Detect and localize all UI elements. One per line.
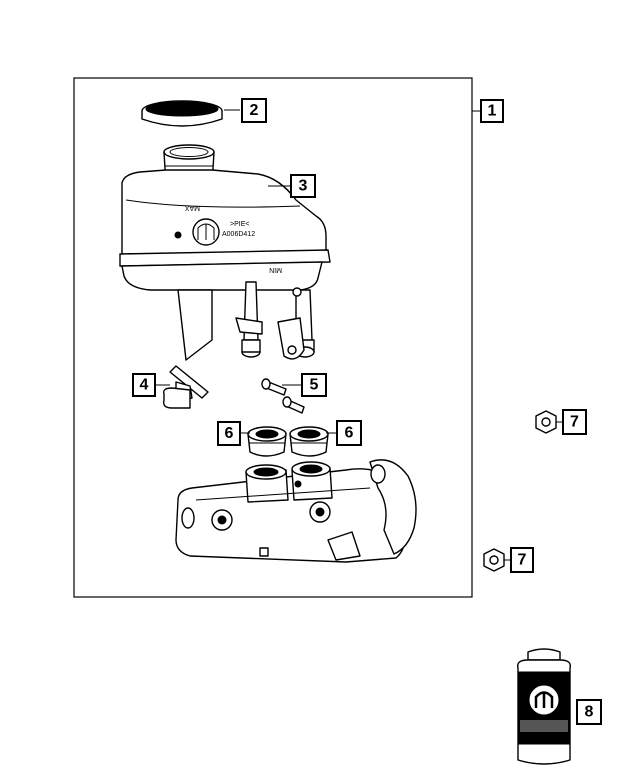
callout-7-upper: 7 xyxy=(562,409,587,435)
svg-text:8: 8 xyxy=(585,704,594,721)
svg-text:2: 2 xyxy=(250,102,259,119)
assembly-frame xyxy=(73,77,473,598)
reservoir-grommet-left xyxy=(247,426,287,457)
callout-8: 8 xyxy=(576,699,602,725)
mounting-nut-lower xyxy=(483,548,505,572)
callout-4: 4 xyxy=(132,373,156,397)
svg-text:6: 6 xyxy=(225,425,234,442)
callout-2: 2 xyxy=(241,98,267,123)
svg-text:5: 5 xyxy=(310,377,319,394)
min-marking: MIN xyxy=(269,266,282,273)
fluid-reservoir: MAX >PIE< A006D412 MIN xyxy=(119,144,331,361)
svg-text:1: 1 xyxy=(488,103,497,120)
mounting-nut-upper xyxy=(535,410,557,434)
svg-text:6: 6 xyxy=(345,425,354,442)
part-code: A006D412 xyxy=(222,231,255,238)
reservoir-grommet-right xyxy=(289,426,329,457)
retaining-pins xyxy=(261,378,305,414)
fluid-level-sensor xyxy=(162,365,209,409)
svg-text:7: 7 xyxy=(518,552,527,569)
callout-6-right: 6 xyxy=(336,420,362,446)
material-code: >PIE< xyxy=(230,221,249,228)
callout-5: 5 xyxy=(301,373,327,397)
svg-text:4: 4 xyxy=(140,377,149,394)
brake-fluid-bottle xyxy=(517,648,571,765)
svg-text:3: 3 xyxy=(299,178,308,195)
svg-text:7: 7 xyxy=(570,414,579,431)
max-marking: MAX xyxy=(185,204,201,211)
callout-6-left: 6 xyxy=(217,421,241,446)
reservoir-cap xyxy=(141,100,223,127)
callout-1: 1 xyxy=(480,99,504,123)
callout-7-lower: 7 xyxy=(510,547,534,573)
master-cylinder-body xyxy=(175,459,417,563)
callout-3: 3 xyxy=(290,174,316,198)
